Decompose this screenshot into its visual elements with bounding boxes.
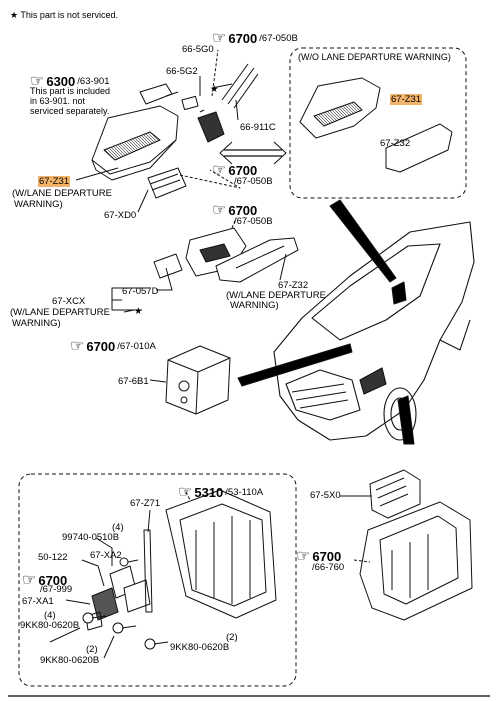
label-bolt: 9KK80-0620B (170, 642, 230, 653)
label-bolt: 9KK80-0620B (40, 655, 100, 666)
ref-callout[interactable]: ☞5310/53-110A (178, 484, 264, 501)
module-6b1 (165, 345, 231, 415)
note-line: serviced separately. (30, 106, 110, 116)
legend: ★ This part is not serviced. (10, 10, 118, 21)
quantity-label: (4) (44, 610, 56, 621)
bolts (82, 557, 169, 650)
label-67-057d: 67-057D (122, 286, 159, 297)
label-67-z32: 67-Z32 (380, 138, 411, 149)
wo-lane-box (289, 47, 467, 199)
label-67-z31: 67-Z31 (390, 94, 423, 105)
label-67-xa1: 67-XA1 (22, 596, 54, 607)
variant-note: (W/LANE DEPARTURE (12, 188, 112, 199)
book-icon: ☞ (212, 30, 227, 47)
label-67-xd0: 67-XD0 (104, 210, 137, 221)
label-67-z31: 67-Z31 (38, 176, 71, 187)
part-xd0 (147, 167, 187, 199)
label-50-122: 50-122 (38, 552, 68, 563)
part-63-901 (139, 83, 173, 105)
star-icon: ★ (134, 306, 143, 317)
quantity-label: (2) (226, 632, 238, 643)
label-66-911c: 66-911C (240, 122, 276, 133)
label-66-5g2: 66-5G2 (166, 66, 198, 77)
part-z32-wo (385, 123, 453, 173)
ref-callout[interactable]: ☞6700/67-050B (212, 30, 298, 47)
variant-note: WARNING) (12, 318, 61, 329)
ref-callout[interactable]: ☞6700/67-010A (70, 338, 156, 355)
ref-callout[interactable]: ☞6700 (22, 572, 68, 589)
console-housing-z31-wo (299, 77, 381, 139)
ref-sub: /66-760 (312, 562, 345, 573)
book-icon: ☞ (296, 548, 311, 565)
fuse-box (359, 469, 473, 621)
book-icon: ☞ (178, 484, 193, 501)
ref-callout[interactable]: ☞6700 (212, 162, 258, 179)
bracket-group-box (18, 473, 297, 687)
quantity-label: (2) (86, 644, 98, 655)
variant-note: (W/LANE DEPARTURE (226, 290, 326, 301)
label-67-6b1: 67-6B1 (118, 376, 149, 387)
label-67-z32: 67-Z32 (278, 280, 309, 291)
label-67-xcx: 67-XCX (52, 296, 86, 307)
variant-note: WARNING) (230, 300, 279, 311)
part-5g2 (197, 111, 225, 143)
pointer-wedge-1 (329, 199, 397, 283)
variant-note: WARNING) (14, 199, 63, 210)
label-bolt: 9KK80-0620B (20, 620, 80, 631)
part-911c-harness (221, 63, 259, 109)
ref-callout[interactable]: ☞6700 (296, 548, 342, 565)
label-67-z71: 67-Z71 (130, 498, 161, 509)
book-icon: ☞ (70, 338, 85, 355)
label-66-5g0: 66-5G0 (182, 44, 214, 55)
note-line: in 63-901. not (30, 96, 86, 106)
variant-note: (W/O LANE DEPARTURE WARNING) (298, 52, 451, 62)
ref-callout[interactable]: ☞6700 (212, 202, 258, 219)
ref-sub: /67-050B (234, 216, 273, 227)
radiator-frame (165, 489, 277, 619)
book-icon: ☞ (30, 73, 45, 90)
car-illustration (273, 221, 475, 441)
book-icon: ☞ (212, 202, 227, 219)
star-icon: ★ (210, 84, 219, 95)
ref-sub: /67-050B (234, 176, 273, 187)
ref-callout[interactable]: ☞6300/63-901 (30, 73, 110, 90)
note-line: This part is included (30, 86, 111, 96)
quantity-label: (4) (112, 522, 124, 533)
star-icon: ★ (10, 10, 19, 20)
ref-sub: /67-999 (40, 584, 73, 595)
console-housing-z31 (91, 105, 179, 181)
part-5g0 (181, 95, 199, 111)
book-icon: ☞ (22, 572, 37, 589)
label-67-xa2: 67-XA2 (90, 550, 122, 561)
book-icon: ☞ (212, 162, 227, 179)
label-67-5x0: 67-5X0 (310, 490, 341, 501)
bracket-assembly (85, 529, 153, 631)
legend-text: This part is not serviced. (20, 10, 118, 20)
camera-assembly (153, 227, 299, 283)
label-99740-0510b: 99740-0510B (62, 532, 120, 543)
pointer-wedge-2 (237, 343, 353, 387)
variant-note: (W/LANE DEPARTURE (10, 307, 110, 318)
pointer-wedge-3 (397, 395, 415, 445)
